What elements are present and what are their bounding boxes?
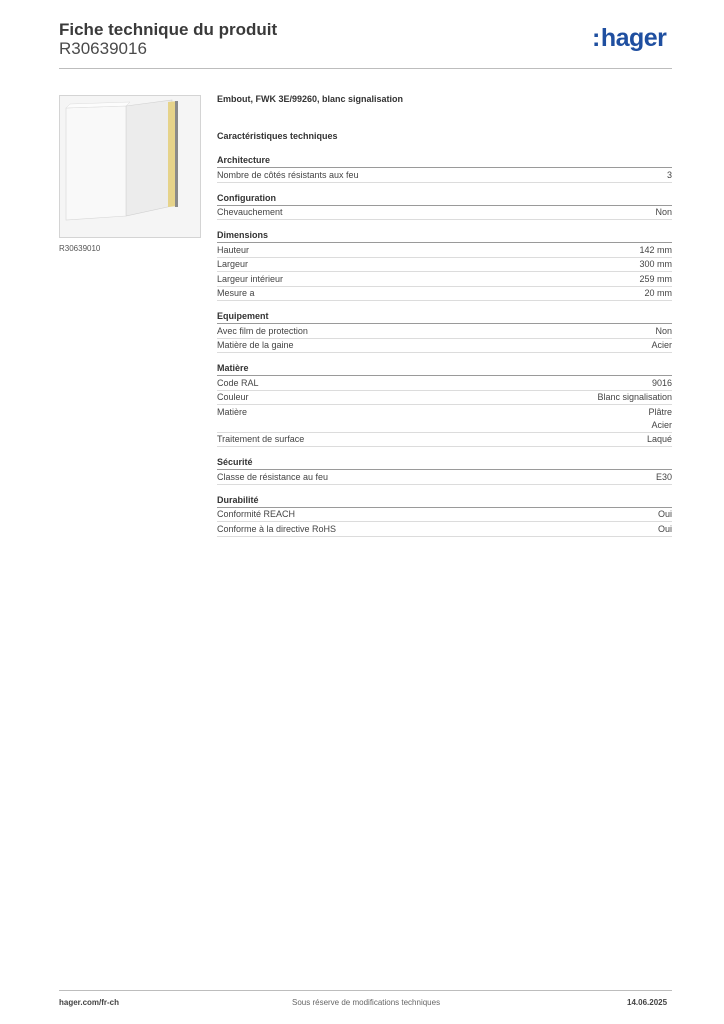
spec-label: Matière de la gaine [217,340,294,350]
spec-label: Chevauchement [217,207,283,217]
spec-value: E30 [656,471,672,484]
logo-text: hager [600,24,667,52]
spec-row: Hauteur 142 mm [217,243,672,258]
section-title: Dimensions [217,228,672,243]
spec-value-line: Plâtre [648,406,672,417]
section-title: Equipement [217,309,672,324]
spec-label: Traitement de surface [217,434,305,444]
spec-value-line: E30 [655,471,672,482]
spec-value-line: Laqué [646,434,672,444]
spec-value: 300 mm [639,258,672,271]
spec-label: Nombre de côtés résistants aux feu [217,169,359,180]
spec-label: Conformité REACH [217,509,296,519]
spec-value-line: Oui [657,523,672,534]
spec-row: Conformité REACH Oui [217,508,672,522]
product-reference: R30639016 [59,39,147,58]
spec-value: 20 mm [644,287,672,300]
spec-value-line: Oui [657,509,672,519]
hager-logo: :hager [592,24,667,53]
spec-row: Couleur Blanc signalisation [217,391,672,405]
spec-value: Non [655,325,672,338]
spec-value-line: 9016 [651,377,672,388]
product-name: Embout, FWK 3E/99260, blanc signalisatio… [217,94,404,104]
spec-row: Conforme à la directive RoHS Oui [217,522,672,537]
spec-label: Largeur [217,259,249,269]
spec-row: Classe de résistance au feu E30 [217,470,672,485]
spec-row: Largeur 300 mm [217,258,672,272]
spec-value-line: 300 mm [639,259,672,269]
spec-row: Chevauchement Non [217,206,672,220]
end-cap-illustration [60,96,200,237]
footer-website[interactable]: hager.com/fr-ch [59,998,120,1007]
spec-value-line: 142 mm [639,244,672,255]
spec-value-line: 20 mm [644,288,672,298]
spec-label: Code RAL [217,377,259,388]
spec-label: Mesure a [217,288,255,298]
spec-value: Non [655,206,672,219]
logo-colon: : [592,24,600,52]
section-title: Durabilité [217,493,672,508]
spec-row: Nombre de côtés résistants aux feu 3 [217,168,672,183]
spec-label: Matière [217,406,248,417]
page-title: Fiche technique du produit [59,20,278,39]
spec-row: Matière de la gaine Acier [217,339,672,353]
section-title: Configuration [217,191,672,206]
spec-value: 3 [667,169,672,182]
spec-value-line: 259 mm [639,273,672,284]
spec-row: Largeur intérieur 259 mm [217,272,672,287]
product-image [59,95,201,238]
spec-label: Largeur intérieur [217,273,284,284]
section-title: Matière [217,361,672,376]
spec-label: Couleur [217,392,249,402]
spec-label: Conforme à la directive RoHS [217,523,337,534]
spec-value: 9016 [652,377,672,390]
spec-value-line: Non [655,207,672,217]
spec-value: 259 mm [639,273,672,286]
section-title: Sécurité [217,455,672,470]
spec-value-line: Acier [651,340,672,350]
spec-label: Classe de résistance au feu [217,471,329,482]
footer-date: 14.06.2025 [627,998,668,1007]
spec-value: Blanc signalisation [597,391,672,404]
spec-row: Mesure a 20 mm [217,287,672,301]
spec-value: Oui [658,508,672,521]
spec-value-line: Non [655,325,672,336]
section-title: Architecture [217,153,672,168]
footer-divider [59,990,672,991]
spec-label: Avec film de protection [217,325,308,336]
spec-value: Laqué [647,433,672,446]
spec-value-line: Acier [651,419,672,430]
spec-value-line: 3 [666,169,672,180]
spec-row: Avec film de protection Non [217,324,672,339]
spec-row: Code RAL 9016 [217,376,672,391]
image-caption: R30639010 [59,244,101,253]
specs-title: Caractéristiques techniques [217,131,338,141]
spec-value: Oui [658,523,672,536]
spec-content: Embout, FWK 3E/99260, blanc signalisatio… [217,94,672,537]
spec-value-line: Blanc signalisation [597,392,672,402]
spec-value: Acier [651,339,672,352]
spec-value: 142 mm [639,244,672,257]
spec-label: Hauteur [217,244,250,255]
footer-disclaimer: Sous réserve de modifications techniques [292,998,441,1007]
header-divider [59,68,672,69]
spec-row: Traitement de surface Laqué [217,433,672,447]
